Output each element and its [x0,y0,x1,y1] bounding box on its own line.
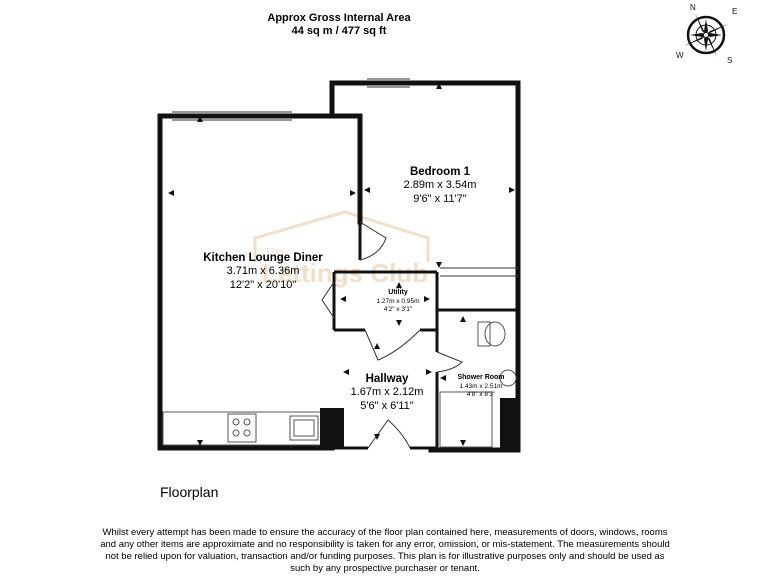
compass-n: N [690,3,696,12]
door-swings [321,221,463,449]
room-metric: 1.67m x 2.12m [350,386,424,399]
room-metric: 1.43m x 2.51m [459,382,503,390]
compass-w: W [676,51,684,60]
kitchen-counter [162,411,332,446]
room-imperial: 4'2" x 3'1" [383,305,413,313]
room-name: Hallway [365,373,409,385]
measurement-arrows [168,83,515,446]
room-imperial: 4'8" x 8'3" [466,390,496,398]
room-imperial: 5'6" x 6'11" [360,400,414,413]
room-metric: 1.27m x 0.95m [376,297,420,305]
watermark-small-text: The [265,247,283,258]
shower-fixtures [439,321,517,448]
header-area: 44 sq m / 477 sq ft [291,25,387,37]
room-label-utility: Utility 1.27m x 0.95m 4'2" x 3'1" [360,289,436,314]
disclaimer-text: Whilst every attempt has been made to en… [100,527,670,574]
room-name: Bedroom 1 [409,166,471,178]
room-label-hallway: Hallway 1.67m x 2.12m 5'6" x 6'11" [335,372,439,414]
room-label-shower: Shower Room 1.43m x 2.51m 4'8" x 8'3" [451,374,511,399]
bulkhead-left [320,408,344,448]
windows [172,78,518,277]
interior-walls [332,222,518,450]
room-imperial: 12'2" x 20'10" [229,279,297,292]
room-name: Kitchen Lounge Diner [203,252,323,264]
room-label-kitchen: Kitchen Lounge Diner 3.71m x 6.36m 12'2"… [188,251,338,293]
compass-e: E [732,7,737,16]
header-title: Approx Gross Internal Area [267,12,411,24]
room-name: Utility [388,289,408,296]
compass-icon: N E S W [676,3,737,65]
room-metric: 3.71m x 6.36m [226,265,300,278]
room-label-bedroom: Bedroom 1 2.89m x 3.54m 9'6" x 11'7" [385,165,495,207]
bulkhead-right [500,398,518,450]
compass-s: S [727,56,732,65]
room-name: Shower Room [457,374,505,381]
room-metric: 2.89m x 3.54m [403,179,477,192]
floorplan-label: Floorplan [160,484,219,500]
room-imperial: 9'6" x 11'7" [413,193,467,206]
